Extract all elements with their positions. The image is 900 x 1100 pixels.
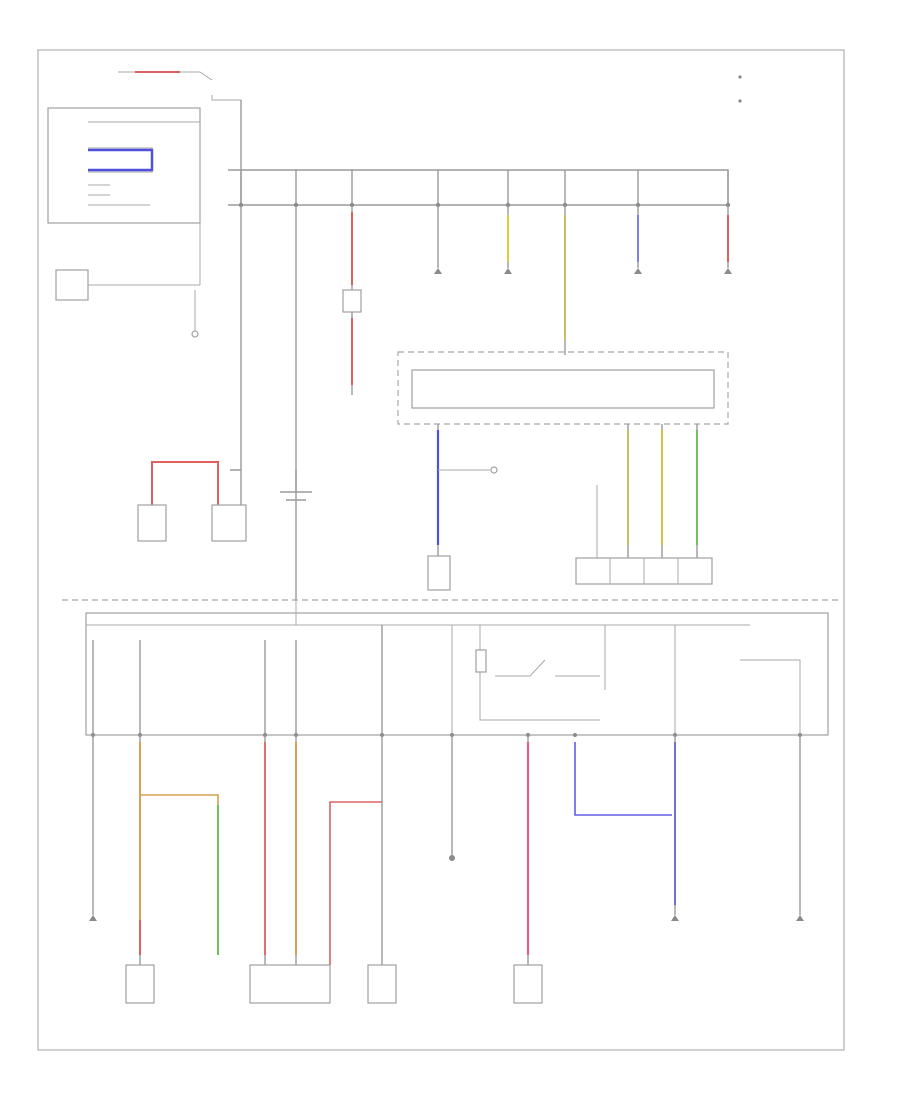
central-module-inner [411,369,715,409]
wire-red-alternator [151,461,219,505]
component-engine-module [367,964,397,1004]
central-module-outline [397,351,729,425]
starter [211,504,247,542]
component-abs-module [249,964,331,1004]
wire-red-330 [329,801,382,965]
alternator [137,504,167,542]
wire-blue-575 [574,742,672,816]
bottom-drops [89,735,804,965]
relay-coil [475,649,487,673]
top-fuse-bus [228,100,731,208]
bottom-components [125,964,543,1004]
top-drops [240,205,732,600]
starter-alternator [137,461,312,542]
blue-wire-connector [427,555,451,591]
ignition-switch-area [47,71,242,338]
legend [738,75,742,103]
central-module [397,351,729,591]
relay-box [342,289,362,313]
battery-sensor [55,269,89,301]
ignition-switch [47,107,201,224]
component-transmission-module [125,964,155,1004]
component-horn [513,964,543,1004]
junction-box [85,600,829,737]
junction-box-outline [85,612,829,736]
diagram-border [37,49,845,1051]
switch-wire-blue [88,148,154,172]
